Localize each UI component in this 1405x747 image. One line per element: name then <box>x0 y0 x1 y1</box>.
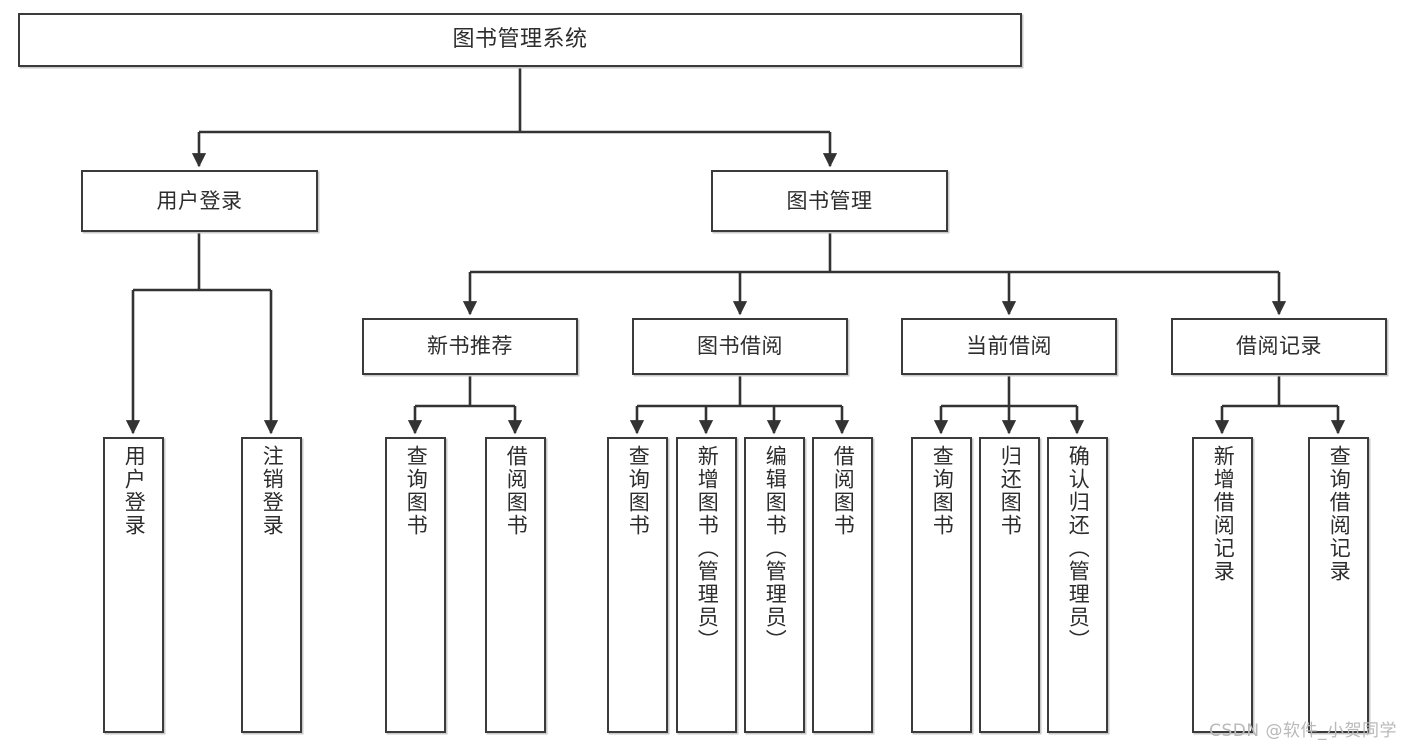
node-new-book-recommend-label: 新书推荐 <box>427 334 513 359</box>
leaf-borrow-records-1[interactable]: 新增借阅记录 <box>1192 437 1253 733</box>
leaf-current-borrow-2[interactable]: 归还图书 <box>979 437 1040 733</box>
leaf-user-login-1[interactable]: 用户登录 <box>103 437 164 733</box>
leaf-new-book-2-label: 借阅图书 <box>504 445 529 537</box>
node-book-borrow-label: 图书借阅 <box>697 334 783 359</box>
leaf-current-borrow-3[interactable]: 确认归还（管理员） <box>1047 437 1108 733</box>
leaf-book-borrow-1[interactable]: 查询图书 <box>607 437 668 733</box>
leaf-current-borrow-2-label: 归还图书 <box>998 445 1023 537</box>
node-book-management[interactable]: 图书管理 <box>711 170 948 232</box>
leaf-current-borrow-3-label: 确认归还（管理员） <box>1066 445 1091 652</box>
node-root-label: 图书管理系统 <box>452 27 588 53</box>
node-borrow-records-label: 借阅记录 <box>1236 334 1322 359</box>
leaf-user-login-1-label: 用户登录 <box>122 445 147 537</box>
leaf-user-login-2-label: 注销登录 <box>260 445 285 537</box>
leaf-borrow-records-2-label: 查询借阅记录 <box>1327 445 1352 583</box>
leaf-current-borrow-1-label: 查询图书 <box>930 445 955 537</box>
node-current-borrow-label: 当前借阅 <box>966 334 1052 359</box>
node-root[interactable]: 图书管理系统 <box>18 13 1022 67</box>
node-new-book-recommend[interactable]: 新书推荐 <box>362 318 578 375</box>
leaf-book-borrow-4-label: 借阅图书 <box>831 445 856 537</box>
leaf-book-borrow-2-label: 新增图书（管理员） <box>695 445 720 652</box>
node-book-management-label: 图书管理 <box>786 188 873 213</box>
leaf-book-borrow-3-label: 编辑图书（管理员） <box>763 445 788 652</box>
leaf-borrow-records-1-label: 新增借阅记录 <box>1211 445 1236 583</box>
leaf-book-borrow-3[interactable]: 编辑图书（管理员） <box>744 437 805 733</box>
leaf-borrow-records-2[interactable]: 查询借阅记录 <box>1308 437 1369 733</box>
node-book-borrow[interactable]: 图书借阅 <box>632 318 848 375</box>
leaf-new-book-1-label: 查询图书 <box>404 445 429 537</box>
leaf-new-book-1[interactable]: 查询图书 <box>385 437 446 733</box>
leaf-new-book-2[interactable]: 借阅图书 <box>485 437 546 733</box>
leaf-book-borrow-1-label: 查询图书 <box>626 445 651 537</box>
watermark: CSDN @软件_小贺同学 <box>1209 721 1397 741</box>
node-borrow-records[interactable]: 借阅记录 <box>1171 318 1387 375</box>
node-user-login[interactable]: 用户登录 <box>81 170 318 232</box>
node-user-login-label: 用户登录 <box>156 188 243 213</box>
node-current-borrow[interactable]: 当前借阅 <box>901 318 1117 375</box>
leaf-book-borrow-4[interactable]: 借阅图书 <box>812 437 873 733</box>
leaf-book-borrow-2[interactable]: 新增图书（管理员） <box>676 437 737 733</box>
leaf-user-login-2[interactable]: 注销登录 <box>241 437 302 733</box>
leaf-current-borrow-1[interactable]: 查询图书 <box>911 437 972 733</box>
